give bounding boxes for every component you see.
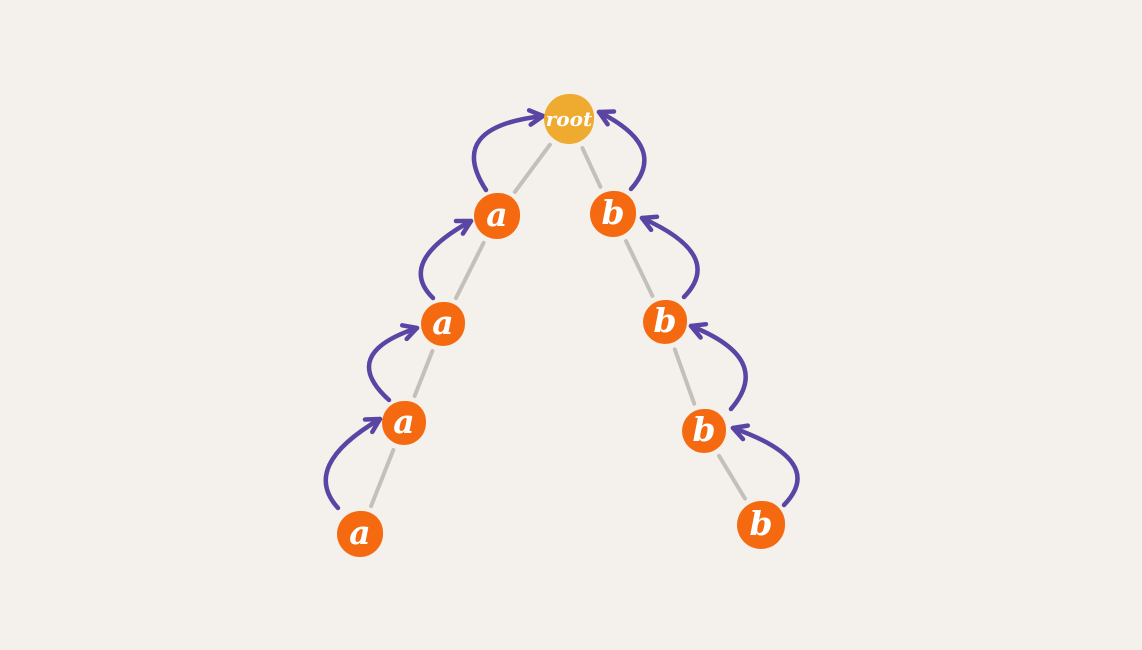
tree-edge-a1-a2: [453, 240, 486, 301]
arrowhead-icon: [399, 323, 420, 342]
tree-node-blob-b4: [741, 501, 785, 545]
arrowhead-icon: [688, 321, 709, 340]
tree-node-blob-a3: [386, 401, 426, 441]
tree-node-blob-a1: [478, 193, 520, 235]
parent-arrow-a2-to-a1: [418, 218, 474, 301]
parent-arrow-a1-to-root: [471, 113, 546, 193]
tree-node-blob-a4: [341, 511, 383, 553]
tree-edge-root-b1: [580, 146, 603, 189]
arrowhead-icon: [639, 214, 660, 233]
parent-arrow-a3-to-a2: [366, 325, 420, 403]
arrowhead-icon: [596, 109, 617, 127]
node-label-b2: b: [653, 301, 676, 340]
tree-node-blob-root: [548, 94, 594, 140]
parent-arrow-b3-to-b2: [688, 323, 748, 412]
tree-node-blob-b3: [686, 409, 726, 449]
tree-node-blob-a2: [425, 302, 465, 342]
node-label-a4: a: [349, 513, 370, 552]
tree-edge-root-a1: [512, 142, 552, 194]
parent-arrow-b4-to-b3: [730, 425, 800, 508]
tree-node-blob-b1: [594, 191, 636, 233]
node-label-root: root: [546, 107, 593, 131]
node-label-a2: a: [432, 303, 453, 342]
arrowhead-icon: [730, 423, 751, 442]
arrowhead-icon: [526, 108, 546, 127]
tree-edge-b3-b4: [717, 453, 747, 501]
parent-arrow-b1-to-root: [596, 109, 647, 192]
tree-edge-a3-a4: [369, 447, 396, 509]
node-label-b3: b: [692, 410, 715, 449]
tree-edge-b1-b2: [624, 239, 655, 298]
parent-arrow-b2-to-b1: [639, 215, 700, 300]
parent-arrow-a4-to-a3: [323, 416, 383, 511]
node-label-b1: b: [601, 193, 624, 232]
node-label-a3: a: [393, 402, 414, 441]
tree-edge-b2-b3: [672, 347, 697, 406]
arrowhead-icon: [362, 416, 383, 435]
tree-node-blob-b2: [647, 300, 687, 340]
tree-edge-a2-a3: [412, 348, 435, 399]
node-label-a1: a: [486, 195, 507, 234]
arrowhead-icon: [453, 218, 474, 236]
node-label-b4: b: [749, 504, 772, 543]
